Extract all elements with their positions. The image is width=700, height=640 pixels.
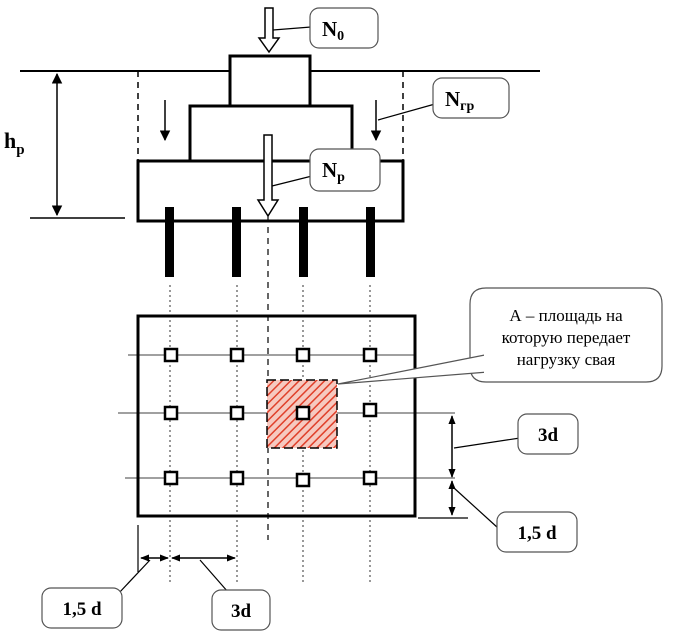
pile-plan xyxy=(295,405,311,421)
hp-label: hр xyxy=(4,128,25,158)
pile-plan xyxy=(295,472,311,488)
pile-plan xyxy=(163,470,179,486)
n0-callout-leader xyxy=(272,26,312,31)
ngr-callout-leader xyxy=(377,103,436,121)
dim-3d-right-label: 3d xyxy=(538,425,559,446)
pile-plan xyxy=(229,405,245,421)
pile-plan xyxy=(163,405,179,421)
dim-3d-right-box xyxy=(517,413,579,455)
pile-1 xyxy=(165,207,174,277)
area-callout-text-3: нагрузку свая xyxy=(517,350,616,369)
ngr-callout-box xyxy=(432,77,510,119)
dim-3d-bottom-label: 3d xyxy=(231,601,252,622)
pile-plan xyxy=(362,402,378,418)
np-load-arrow xyxy=(256,134,280,218)
dim-15d-right-leader xyxy=(453,487,499,529)
area-callout-bubble xyxy=(469,287,663,383)
pile-plan xyxy=(229,470,245,486)
dim-3d-right-leader xyxy=(453,437,521,449)
pile-plan xyxy=(229,347,245,363)
np-label: Nр xyxy=(322,158,345,185)
ngr-label: Nгр xyxy=(445,87,475,114)
n0-label: N0 xyxy=(322,17,344,44)
dim-3d-bottom-box xyxy=(211,589,271,631)
pile-plan xyxy=(295,347,311,363)
pile-plan xyxy=(362,470,378,486)
dim-15d-right-label: 1,5 d xyxy=(517,523,557,544)
np-callout-box xyxy=(309,148,381,192)
pile-plan xyxy=(362,347,378,363)
np-callout-leader xyxy=(271,175,313,187)
pile-2 xyxy=(232,207,241,277)
pile-plan-grid xyxy=(163,347,378,488)
pile-4 xyxy=(366,207,375,277)
n0-callout-box xyxy=(309,7,379,49)
dim-15d-bottom-label: 1,5 d xyxy=(62,599,102,620)
pile-plan xyxy=(163,347,179,363)
dim-15d-bottom-leader xyxy=(117,559,151,595)
dim-15d-bottom-box xyxy=(41,587,123,629)
dim-3d-bottom-leader xyxy=(199,559,229,593)
area-callout-pointer xyxy=(337,351,501,385)
n0-load-arrow xyxy=(257,7,281,54)
pile-3 xyxy=(299,207,308,277)
foundation-step-top xyxy=(228,54,312,108)
area-callout-text-2: которую передает xyxy=(502,328,631,347)
area-callout-text-1: А – площадь на xyxy=(509,306,623,325)
dim-15d-right-box xyxy=(496,511,578,553)
pile-cap-plan xyxy=(136,314,417,518)
